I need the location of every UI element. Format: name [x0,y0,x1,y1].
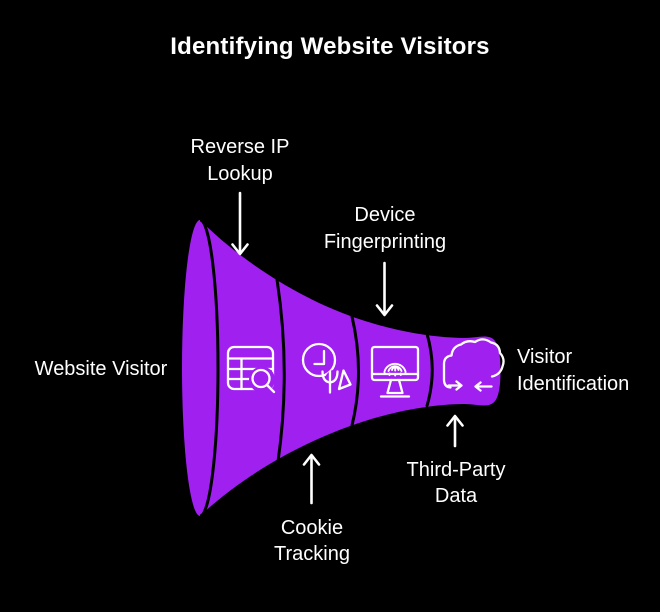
funnel-output-label-line: Identification [517,373,630,395]
stage-label-line: Device [354,204,416,226]
stage-label-third-party-data: Third-Party Data [366,457,546,509]
arrow-up-third-party-data-icon [446,414,464,448]
stage-label-line: Cookie [280,517,344,539]
cookie-tracking-icon [301,342,352,394]
funnel-segment-divider [275,278,286,463]
funnel-segment-divider [425,332,434,408]
funnel-mouth-edge [199,218,220,518]
stage-label-line: Reverse IP [190,136,290,158]
funnel-output-label: Visitor Identification [517,344,660,398]
funnel-body [182,220,501,516]
stage-label-line: Tracking [274,543,350,565]
stage-label-reverse-ip-lookup: Reverse IP Lookup [150,134,330,188]
stage-label-cookie-tracking: Cookie Tracking [222,515,402,567]
table-search-icon [226,345,276,394]
arrow-up-cookie-tracking-icon [302,453,321,505]
stage-label-line: Fingerprinting [323,231,447,253]
funnel-input-label: Website Visitor [34,358,168,380]
stage-label-line: Data [434,485,478,507]
stage-label-device-fingerprinting: Device Fingerprinting [275,202,495,256]
stage-label-line: Lookup [207,163,273,185]
funnel-output-label-line: Visitor [517,346,573,368]
funnel-segment-divider [350,315,360,427]
stage-label-line: Third-Party [406,459,506,481]
arrow-down-device-fingerprinting-icon [375,261,394,317]
arrow-down-reverse-ip-icon [231,191,249,256]
page-title: Identifying Website Visitors [170,33,490,60]
monitor-fingerprint-icon [370,345,420,398]
cloud-exchange-icon [442,338,505,392]
